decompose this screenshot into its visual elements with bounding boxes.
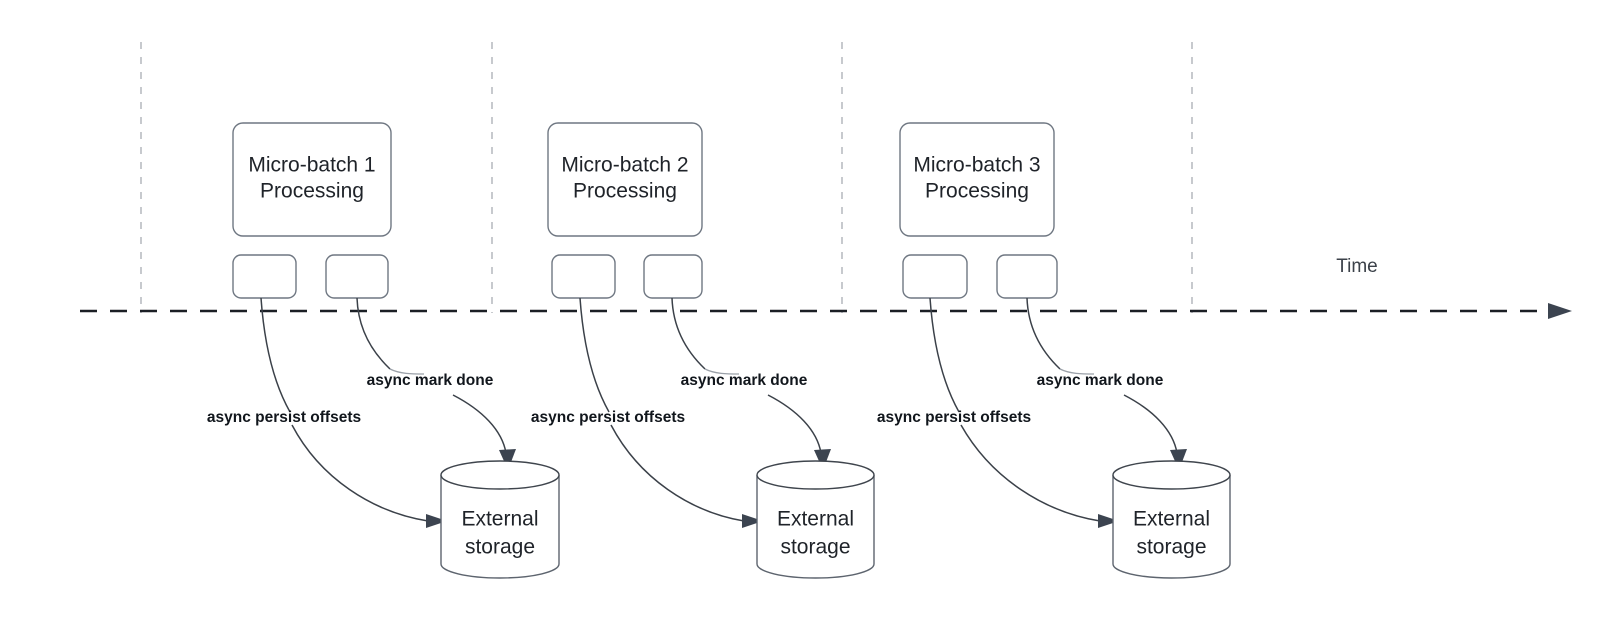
external-storage-1-line1: External bbox=[461, 508, 538, 531]
async-mark-done-1-label: async mark done bbox=[367, 372, 494, 389]
micro-batch-2-processing-line2: Processing bbox=[573, 180, 677, 203]
async-persist-offsets-1-path-lower bbox=[291, 424, 429, 522]
micro-batch-3-processing[interactable] bbox=[899, 122, 1055, 237]
external-storage-1[interactable]: External storage bbox=[440, 460, 560, 579]
external-storage-1-top bbox=[440, 460, 560, 490]
micro-batch-1-task-a[interactable] bbox=[232, 254, 297, 299]
external-storage-2-line2: storage bbox=[780, 536, 850, 559]
batch-boundaries bbox=[140, 42, 1193, 313]
async-mark-done-3-label: async mark done bbox=[1037, 372, 1164, 389]
external-storage-2-body bbox=[756, 475, 875, 579]
micro-batch-2-task-a[interactable] bbox=[551, 254, 616, 299]
micro-batch-group-3: Micro-batch 3 Processing async persist o… bbox=[877, 122, 1231, 579]
external-storage-2-line1: External bbox=[777, 508, 854, 531]
micro-batch-group-2: Micro-batch 2 Processing async persist o… bbox=[531, 122, 875, 579]
async-persist-offsets-3-arrow bbox=[1098, 514, 1119, 528]
async-persist-offsets-2-label: async persist offsets bbox=[531, 409, 685, 426]
external-storage-3[interactable]: External storage bbox=[1112, 460, 1231, 579]
external-storage-1-line2: storage bbox=[465, 536, 535, 559]
async-persist-offsets-2-path-lower bbox=[610, 424, 745, 522]
micro-batch-2-processing-line1: Micro-batch 2 bbox=[561, 154, 688, 177]
async-persist-offsets-2-path-upper bbox=[579, 297, 610, 413]
async-mark-done-2-arrow bbox=[814, 449, 831, 470]
async-mark-done-2-path-upper-fade bbox=[704, 368, 740, 375]
micro-batch-2-task-b[interactable] bbox=[643, 254, 703, 299]
micro-batch-3-task-b[interactable] bbox=[996, 254, 1058, 299]
async-mark-done-2-path-upper bbox=[671, 297, 706, 370]
micro-batch-3-task-a[interactable] bbox=[902, 254, 968, 299]
async-mark-done-1-path-upper bbox=[356, 297, 391, 370]
micro-batch-3-processing-line1: Micro-batch 3 bbox=[913, 154, 1040, 177]
async-mark-done-3-path-upper bbox=[1026, 297, 1061, 370]
async-mark-done-3-path-upper-fade bbox=[1059, 368, 1095, 375]
async-persist-offsets-3-path-upper bbox=[929, 297, 960, 413]
external-storage-3-line2: storage bbox=[1136, 536, 1206, 559]
async-persist-offsets-1-arrow bbox=[426, 514, 447, 528]
async-persist-offsets-1-label: async persist offsets bbox=[207, 409, 361, 426]
async-mark-done-3-path-lower bbox=[1123, 394, 1178, 454]
async-mark-done-1-path-lower bbox=[452, 394, 507, 454]
external-storage-2-top bbox=[756, 460, 875, 490]
micro-batch-group-1: Micro-batch 1 Processing async persist o… bbox=[207, 122, 560, 579]
micro-batch-1-processing-line2: Processing bbox=[260, 180, 364, 203]
external-storage-1-body bbox=[440, 475, 560, 579]
async-persist-offsets-3-path-lower bbox=[960, 424, 1101, 522]
micro-batch-2-processing[interactable] bbox=[547, 122, 703, 237]
async-mark-done-3-arrow bbox=[1170, 449, 1187, 470]
micro-batch-3-processing-line2: Processing bbox=[925, 180, 1029, 203]
micro-batch-1-task-b[interactable] bbox=[325, 254, 389, 299]
external-storage-2[interactable]: External storage bbox=[756, 460, 875, 579]
async-mark-done-2-label: async mark done bbox=[681, 372, 808, 389]
async-persist-offsets-1-path-upper bbox=[260, 297, 291, 413]
async-persist-offsets-2-arrow bbox=[742, 514, 763, 528]
micro-batch-1-processing[interactable] bbox=[232, 122, 392, 237]
external-storage-3-line1: External bbox=[1133, 508, 1210, 531]
async-mark-done-1-path-upper-fade bbox=[389, 368, 425, 375]
time-axis: Time bbox=[80, 256, 1572, 319]
async-persist-offsets-3-label: async persist offsets bbox=[877, 409, 1031, 426]
time-arrow-head bbox=[1548, 303, 1572, 319]
external-storage-3-top bbox=[1112, 460, 1231, 490]
async-mark-done-1-arrow bbox=[499, 449, 516, 470]
async-mark-done-2-path-lower bbox=[767, 394, 822, 454]
micro-batch-1-processing-line1: Micro-batch 1 bbox=[248, 154, 375, 177]
external-storage-3-body bbox=[1112, 475, 1231, 579]
time-axis-label: Time bbox=[1336, 256, 1378, 277]
